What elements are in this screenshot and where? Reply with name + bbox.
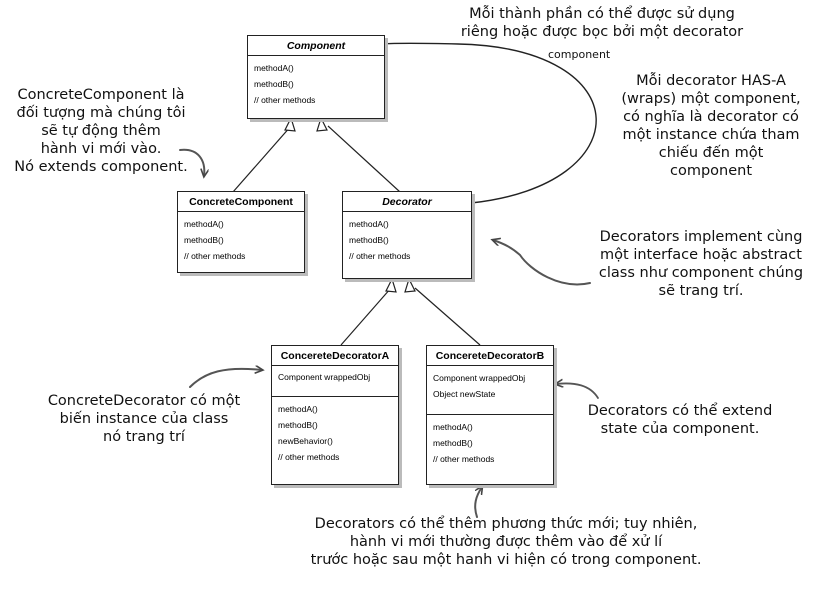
class-component-methods: methodA() methodB() // other methods <box>248 56 384 112</box>
note-line: có nghĩa là decorator có <box>623 109 799 125</box>
annotation-arrow-concretecomponent <box>179 148 204 176</box>
annotation-arrow-add-methods <box>474 487 482 518</box>
method-row: methodB() <box>433 438 473 448</box>
note-line: Nó extends component. <box>14 159 188 175</box>
inherit-line-decorator <box>327 125 401 193</box>
inherit-arrow-component-right <box>316 116 328 132</box>
method-row: methodB() <box>278 420 318 430</box>
note-line: đối tượng mà chúng tôi <box>16 105 186 121</box>
note-line: hành vi mới thường được thêm vào để xử l… <box>349 534 663 550</box>
class-component-title: Component <box>248 36 384 56</box>
note-line: trước hoặc sau một hanh vi hiện có trong… <box>310 552 702 568</box>
note-line: Decorators có thể thêm phương thức mới; … <box>314 516 698 532</box>
note-concrete-decorator: ConcreteDecorator có một biến instance c… <box>28 392 260 446</box>
note-line: state của component. <box>600 421 760 437</box>
note-implement: Decorators implement cùng một interface … <box>586 228 816 300</box>
class-concrete-decorator-a-title: ConcereteDecoratorA <box>272 346 398 366</box>
method-row: methodA() <box>278 404 318 414</box>
method-row: // other methods <box>184 251 246 261</box>
class-decorator-methods: methodA() methodB() // other methods <box>343 212 471 268</box>
method-row: // other methods <box>278 452 340 462</box>
class-decorator: Decorator methodA() methodB() // other m… <box>342 191 472 279</box>
inherit-line-decorator-a <box>340 287 392 346</box>
note-line: component <box>669 163 753 179</box>
method-row: // other methods <box>433 454 495 464</box>
method-row: methodA() <box>184 219 224 229</box>
class-concrete-decorator-a: ConcereteDecoratorA Component wrappedObj… <box>271 345 399 485</box>
method-row: methodB() <box>254 79 294 89</box>
class-concrete-decorator-b-title: ConcereteDecoratorB <box>427 346 553 366</box>
class-concrete-decorator-a-methods: methodA() methodB() newBehavior() // oth… <box>272 397 398 469</box>
note-line: ConcreteComponent là <box>17 87 185 103</box>
method-row: // other methods <box>349 251 411 261</box>
method-row: methodA() <box>254 63 294 73</box>
note-line: một instance chứa tham <box>622 127 800 143</box>
note-line: Decorators implement cùng <box>599 229 803 245</box>
association-curve <box>378 43 597 204</box>
note-line: sẽ tự động thêm <box>41 123 161 139</box>
note-line: (wraps) một component, <box>621 91 801 107</box>
note-line: Decorators có thể extend <box>587 403 773 419</box>
note-line: ConcreteDecorator có một <box>47 393 241 409</box>
annotation-arrow-concretedecorator <box>189 369 262 388</box>
association-label: component <box>548 48 611 61</box>
class-concrete-component-title: ConcreteComponent <box>178 192 304 212</box>
note-concrete-component: ConcreteComponent là đối tượng mà chúng … <box>0 86 202 176</box>
note-line: một interface hoặc abstract <box>600 247 802 263</box>
class-concrete-decorator-b: ConcereteDecoratorB Component wrappedObj… <box>426 345 554 485</box>
note-line: sẽ trang trí. <box>658 283 744 299</box>
attribute-row: Component wrappedObj <box>433 373 526 383</box>
class-concrete-component: ConcreteComponent methodA() methodB() //… <box>177 191 305 273</box>
class-concrete-decorator-b-attributes: Component wrappedObj Object newState <box>427 366 553 415</box>
inherit-line-concretecomponent <box>232 125 292 193</box>
inherit-arrow-component-left <box>284 116 296 132</box>
class-component: Component methodA() methodB() // other m… <box>247 35 385 119</box>
note-line: chiếu đến một <box>658 145 764 161</box>
class-concrete-decorator-a-attributes: Component wrappedObj <box>272 366 398 397</box>
note-line: hành vi mới vào. <box>40 141 162 157</box>
annotation-arrow-implement <box>493 240 591 286</box>
method-row: newBehavior() <box>278 436 333 446</box>
note-line: nó trang trí <box>103 429 185 445</box>
method-row: methodA() <box>349 219 389 229</box>
note-line: class như component chúng <box>598 265 804 281</box>
note-line: biến instance của class <box>59 411 229 427</box>
inherit-arrow-decorator-left <box>385 277 397 293</box>
attribute-row: Component wrappedObj <box>278 372 371 382</box>
method-row: methodB() <box>349 235 389 245</box>
inherit-arrow-decorator-right <box>404 277 416 293</box>
note-line: riêng hoặc được bọc bởi một decorator <box>460 24 744 40</box>
note-has-a: Mỗi decorator HAS-A (wraps) một componen… <box>604 72 818 180</box>
attribute-row: Object newState <box>433 389 496 399</box>
note-line: Mỗi decorator HAS-A <box>636 73 786 89</box>
method-row: methodB() <box>184 235 224 245</box>
annotation-arrow-extend-state <box>556 383 599 399</box>
note-line: Mỗi thành phần có thể được sử dụng <box>469 6 735 22</box>
note-component: Mỗi thành phần có thể được sử dụng riêng… <box>418 5 786 41</box>
class-concrete-component-methods: methodA() methodB() // other methods <box>178 212 304 268</box>
class-decorator-title: Decorator <box>343 192 471 212</box>
method-row: methodA() <box>433 422 473 432</box>
note-add-methods: Decorators có thể thêm phương thức mới; … <box>282 515 730 569</box>
method-row: // other methods <box>254 95 316 105</box>
class-concrete-decorator-b-methods: methodA() methodB() // other methods <box>427 415 553 471</box>
note-extend-state: Decorators có thể extend state của compo… <box>570 402 790 438</box>
inherit-line-decorator-b <box>414 287 481 346</box>
